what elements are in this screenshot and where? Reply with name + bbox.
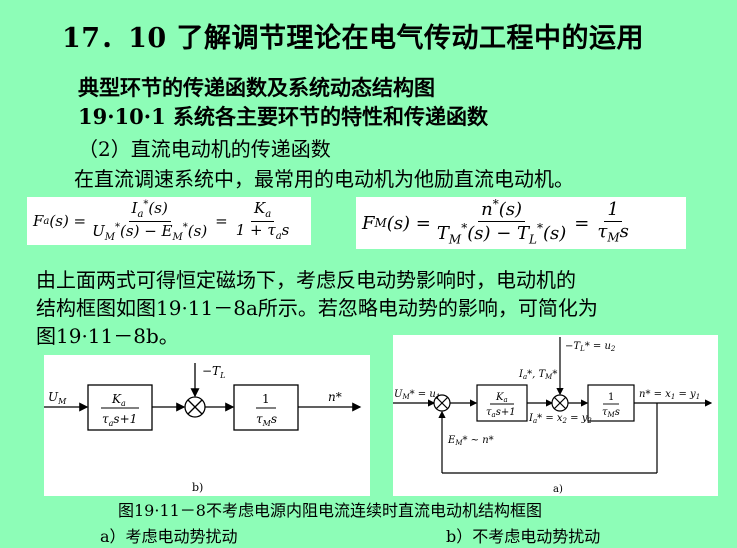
block2-numerator: 1	[608, 392, 614, 403]
disturbance-label: −TL	[202, 364, 225, 380]
block2-numerator: 1	[262, 392, 270, 406]
page-title: 17．10 了解调节理论在电气传动工程中的运用	[62, 23, 645, 54]
disturbance-label: −TL* = u2	[565, 341, 616, 353]
block-diagram-b: UM −TL Ka τas+1 1 τMs n* b)	[44, 355, 370, 496]
current-signal-label: Ia* = x2 = y2	[528, 413, 592, 425]
block-diagram-a: −TL* = u2 UM* = u1 Ia*, TM* Ka τas+1 Ia*…	[393, 335, 718, 496]
input-signal-label: UM* = u1	[394, 389, 440, 401]
block1-numerator: Ka	[495, 392, 508, 404]
paragraph-line-2: 结构框图如图19·11－8a所示。若忽略电动势的影响，可简化为	[36, 296, 598, 320]
diagram-a-label: a)	[553, 484, 563, 495]
fraction-speed-over-torque: n*(s) TM*(s) − TL*(s)	[436, 197, 567, 247]
output-signal-label: n*	[328, 390, 342, 404]
item-heading: （2）直流电动机的传递函数	[78, 137, 331, 161]
block1-numerator: Ka	[111, 392, 126, 408]
fraction-ka-over-lag: Ka 1 + τas	[235, 199, 290, 242]
fraction-one-over-tau: 1 τMs	[597, 199, 629, 245]
fraction-current-over-voltage: Ia*(s) UM*(s) − EM*(s)	[92, 199, 208, 243]
figure-caption: 图19·11－8不考虑电源内阻电流连续时直流电动机结构框图	[118, 501, 542, 520]
subcaption-a: a）考虑电动势扰动	[100, 527, 238, 546]
paragraph-line-1: 由上面两式可得恒定磁场下，考虑反电动势影响时，电动机的	[36, 268, 576, 292]
output-signal-label: n* = x1 = y1	[639, 389, 700, 401]
subcaption-b: b）不考虑电动势扰动	[446, 527, 601, 546]
input-signal-label: UM	[48, 390, 67, 406]
back-emf-label: EM* ~ n*	[447, 435, 494, 447]
section-heading: 典型环节的传递函数及系统动态结构图	[78, 75, 435, 100]
paragraph-line-3: 图19·11－8b。	[36, 324, 179, 348]
block1-denominator: τas+1	[102, 412, 137, 428]
block2-denominator: τMs	[602, 407, 620, 419]
current-torque-label: Ia*, TM*	[518, 369, 557, 381]
subsection-heading: 19·10·1 系统各主要环节的特性和传递函数	[78, 104, 488, 129]
intro-text: 在直流调速系统中，最常用的电动机为他励直流电动机。	[74, 167, 574, 191]
block1-denominator: τas+1	[486, 407, 516, 419]
diagram-b-label: b)	[192, 481, 203, 494]
block2-denominator: τMs	[256, 412, 277, 428]
